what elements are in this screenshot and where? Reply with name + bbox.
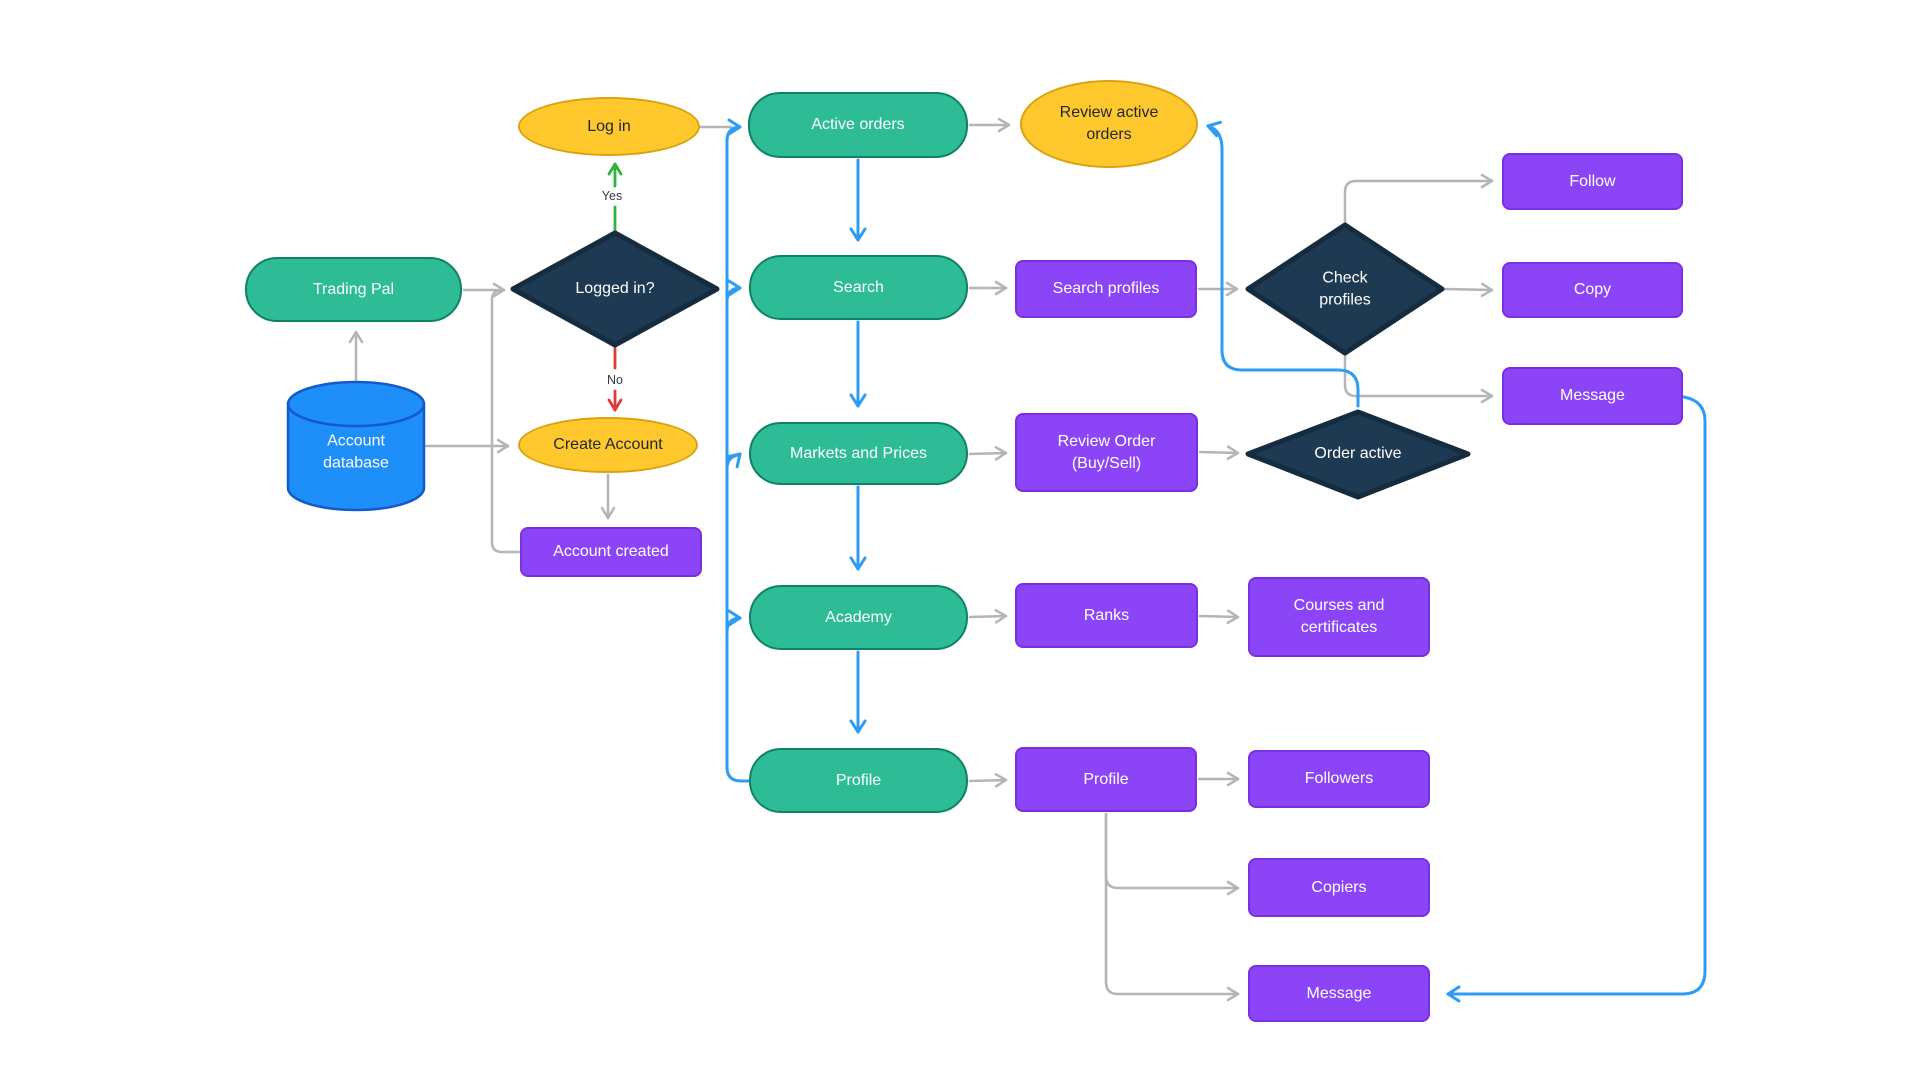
node-trading-pal[interactable]: Trading Pal [245, 257, 462, 322]
node-follow[interactable]: Follow [1502, 153, 1683, 210]
message-bottom-label: Message [1306, 984, 1372, 1002]
courses-and-certificates-label: Courses and certificates [1293, 597, 1385, 636]
node-order-active-shape[interactable] [1245, 409, 1471, 500]
edge-label-yes: Yes [598, 189, 626, 203]
edge-profile-loop-branch-academy [725, 609, 742, 634]
node-logged-in-shape[interactable] [510, 230, 720, 348]
node-check-profiles-shape[interactable] [1245, 222, 1445, 356]
edge-order-active-to-review-active [1206, 120, 1360, 408]
followers-label: Followers [1304, 770, 1374, 788]
edge-check-profiles-to-message [1343, 353, 1494, 404]
node-account-database-shape[interactable] [286, 380, 426, 512]
log-in-label: Log in [587, 117, 631, 135]
account-database-label: Account database [323, 432, 389, 471]
node-academy[interactable]: Academy [749, 585, 968, 650]
edge-profile-menu-to-profile-page [968, 773, 1008, 788]
node-review-order[interactable]: Review Order (Buy/Sell) [1015, 413, 1198, 492]
review-active-orders-label: Review active orders [1059, 104, 1159, 143]
review-order-label: Review Order (Buy/Sell) [1057, 432, 1156, 472]
trading-pal-label: Trading Pal [312, 280, 395, 298]
node-copiers[interactable]: Copiers [1248, 858, 1430, 917]
edge-check-profiles-to-follow [1343, 173, 1494, 225]
profile-menu-label: Profile [835, 771, 882, 789]
search-profiles-label: Search profiles [1052, 280, 1160, 298]
node-account-created[interactable]: Account created [520, 527, 702, 577]
node-followers[interactable]: Followers [1248, 750, 1430, 808]
ranks-label: Ranks [1083, 606, 1130, 624]
node-profile-page[interactable]: Profile [1015, 747, 1197, 812]
order-active-label: Order active [1314, 445, 1402, 463]
node-search[interactable]: Search [749, 255, 968, 320]
account-created-label: Account created [553, 543, 669, 561]
node-profile-menu[interactable]: Profile [749, 748, 968, 813]
edge-message-right-to-message-bottom [1446, 395, 1707, 1003]
node-active-orders[interactable]: Active orders [748, 92, 968, 158]
academy-label: Academy [825, 608, 892, 626]
copiers-label: Copiers [1311, 878, 1367, 896]
active-orders-label: Active orders [811, 116, 905, 134]
node-markets-and-prices[interactable]: Markets and Prices [749, 422, 968, 485]
node-log-in[interactable]: Log in [518, 97, 700, 156]
edge-check-profiles-to-copy [1442, 282, 1494, 298]
node-ranks[interactable]: Ranks [1015, 583, 1198, 648]
profile-page-label: Profile [1083, 770, 1129, 788]
node-copy[interactable]: Copy [1502, 262, 1683, 318]
node-review-active-orders[interactable]: Review active orders [1020, 80, 1198, 168]
edge-academy-to-ranks [968, 609, 1008, 624]
node-search-profiles[interactable]: Search profiles [1015, 260, 1197, 318]
markets-and-prices-label: Markets and Prices [790, 444, 927, 462]
edge-ranks-to-courses [1198, 609, 1240, 624]
create-account-label: Create Account [553, 436, 663, 454]
edge-profile-page-to-copiers [1104, 812, 1240, 896]
search-label: Search [833, 278, 884, 296]
edge-review-order-to-order-active [1198, 445, 1240, 460]
node-courses-and-certificates[interactable]: Courses and certificates [1248, 577, 1430, 657]
edge-account-created-to-logged-in [490, 288, 522, 554]
copy-label: Copy [1573, 281, 1612, 299]
check-profiles-label: Check profiles [1319, 269, 1371, 308]
edge-profile-loop-branch-markets [725, 452, 742, 471]
node-message-right[interactable]: Message [1502, 367, 1683, 425]
edge-label-no: No [604, 373, 626, 387]
edge-profile-loop-branch-search [725, 279, 742, 304]
edge-profile-page-to-message-bottom [1104, 812, 1240, 1002]
follow-label: Follow [1569, 172, 1616, 190]
node-message-bottom[interactable]: Message [1248, 965, 1430, 1022]
node-create-account[interactable]: Create Account [518, 417, 698, 473]
message-right-label: Message [1560, 387, 1625, 405]
logged-in-label: Logged in? [575, 280, 655, 298]
edge-markets-to-review-order [968, 446, 1008, 461]
